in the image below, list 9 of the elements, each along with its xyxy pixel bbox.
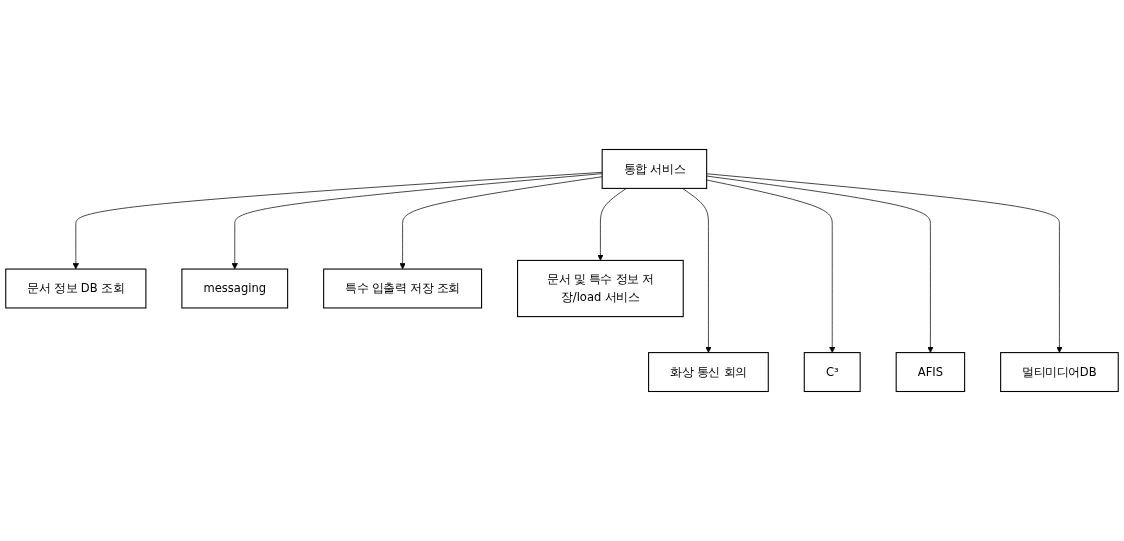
node-box: 통합 서비스 (601, 148, 708, 189)
node-box: 멀티미디어DB (1000, 352, 1119, 393)
node-box: C³ (803, 352, 861, 393)
node-box: 문서 정보 DB 조회 (5, 268, 147, 309)
node-box: 특수 입출력 저장 조회 (323, 268, 483, 309)
node-box: AFIS (895, 352, 966, 393)
node-box: 화상 통신 회의 (648, 352, 769, 393)
node-box: messaging (181, 268, 289, 309)
node-box: 문서 및 특수 정보 저장/load 서비스 (517, 259, 684, 318)
